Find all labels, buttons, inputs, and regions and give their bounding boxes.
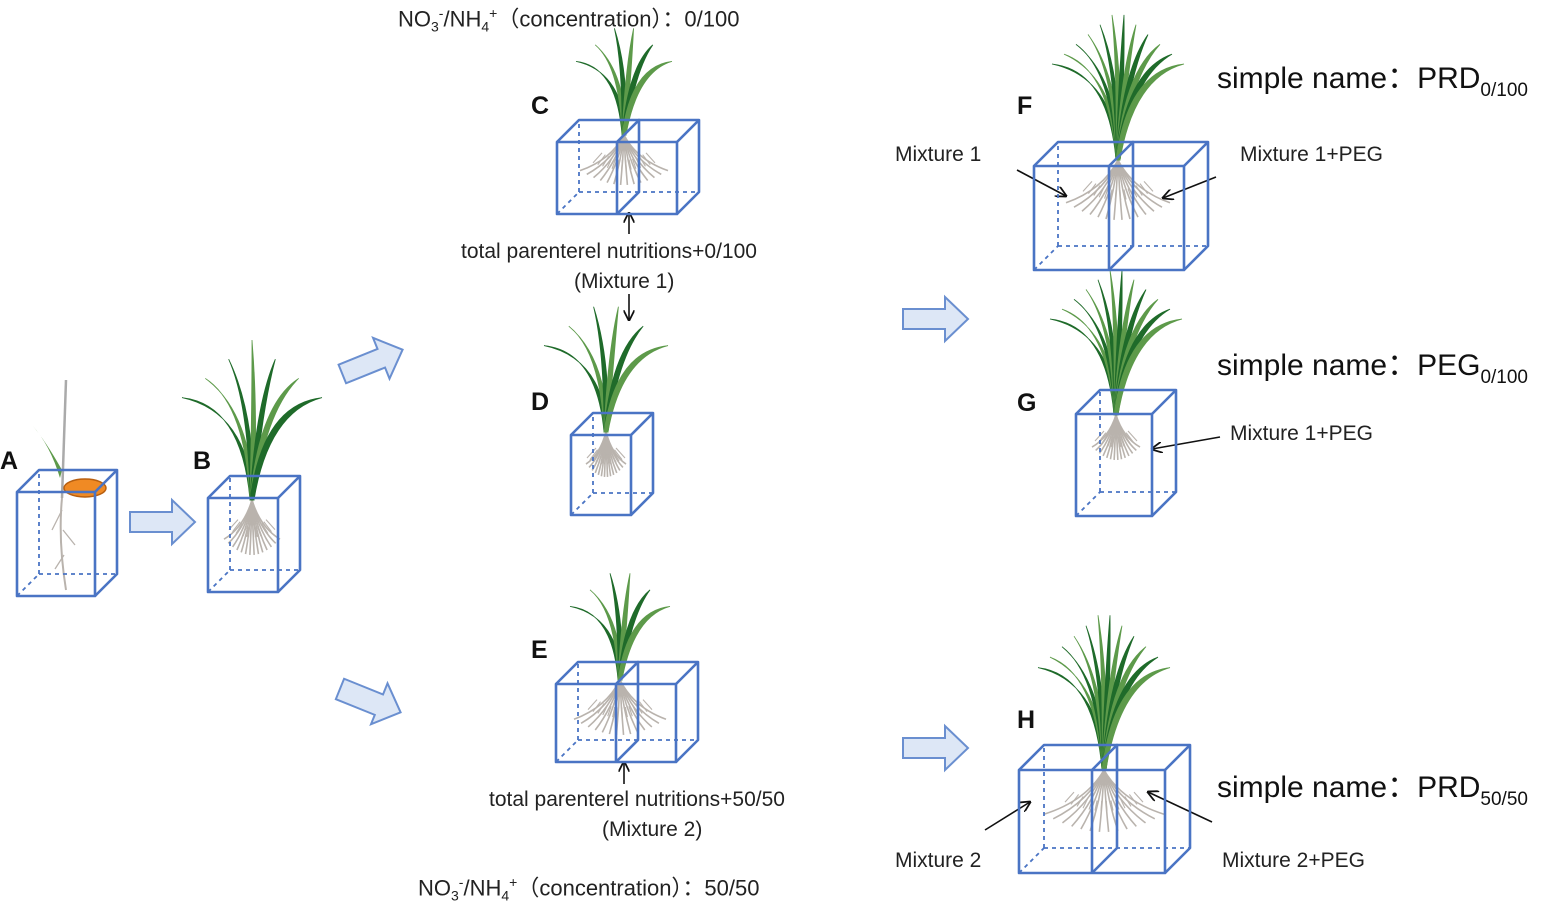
label-f-left: Mixture 1 bbox=[895, 143, 982, 166]
box-b bbox=[206, 474, 302, 594]
concentration-top: NO3-/NH4+（concentration）：0/100 bbox=[398, 5, 740, 35]
plant-e bbox=[569, 573, 671, 735]
pointer-arrow-g bbox=[1152, 436, 1221, 449]
panel-label-g: G bbox=[1017, 389, 1037, 417]
flow-arrow-b-cd bbox=[337, 336, 404, 385]
plant-b bbox=[181, 339, 323, 555]
label-h-left: Mixture 2 bbox=[895, 849, 982, 872]
box-g bbox=[1074, 388, 1178, 518]
mixture2-nutrition-line2: (Mixture 2) bbox=[602, 818, 703, 841]
simple-name-g: simple name：PEG0/100 bbox=[1217, 349, 1528, 388]
box-h bbox=[1017, 743, 1192, 875]
panel-label-a: A bbox=[0, 447, 19, 475]
flow-arrow-b-e bbox=[334, 677, 402, 726]
box-d bbox=[569, 411, 655, 517]
box-a bbox=[15, 468, 119, 598]
plant-d bbox=[543, 306, 669, 477]
pointer-arrow-h-right bbox=[1148, 792, 1213, 823]
pointer-arrow-f-left bbox=[1016, 169, 1066, 196]
plant-c bbox=[575, 28, 673, 185]
flow-arrow-a-b bbox=[129, 497, 197, 547]
panel-label-c: C bbox=[531, 92, 550, 120]
flow-arrow-cd-fg bbox=[902, 294, 970, 344]
box-e bbox=[554, 660, 700, 764]
plant-h bbox=[1037, 615, 1171, 832]
plant-g bbox=[1049, 269, 1183, 460]
panel-label-h: H bbox=[1017, 706, 1036, 734]
panel-label-e: E bbox=[531, 636, 548, 664]
panel-label-b: B bbox=[193, 447, 212, 475]
box-c bbox=[555, 118, 701, 216]
pointer-arrow-h-left bbox=[984, 802, 1030, 831]
flow-arrow-e-h bbox=[902, 723, 970, 773]
simple-name-h: simple name：PRD50/50 bbox=[1217, 771, 1528, 810]
mixture1-nutrition-line1: total parenterel nutritions+0/100 bbox=[461, 240, 757, 263]
mixture1-nutrition-line2: (Mixture 1) bbox=[574, 270, 675, 293]
simple-name-f: simple name：PRD0/100 bbox=[1217, 62, 1528, 101]
label-f-right: Mixture 1+PEG bbox=[1240, 143, 1383, 166]
panel-label-f: F bbox=[1017, 92, 1033, 120]
plant-f bbox=[1051, 14, 1185, 220]
concentration-bottom: NO3-/NH4+（concentration）：50/50 bbox=[418, 874, 760, 904]
label-h-right: Mixture 2+PEG bbox=[1222, 849, 1365, 872]
label-g-right: Mixture 1+PEG bbox=[1230, 422, 1373, 445]
box-f bbox=[1032, 140, 1210, 272]
panel-label-d: D bbox=[531, 388, 550, 416]
mixture2-nutrition-line1: total parenterel nutritions+50/50 bbox=[489, 788, 785, 811]
